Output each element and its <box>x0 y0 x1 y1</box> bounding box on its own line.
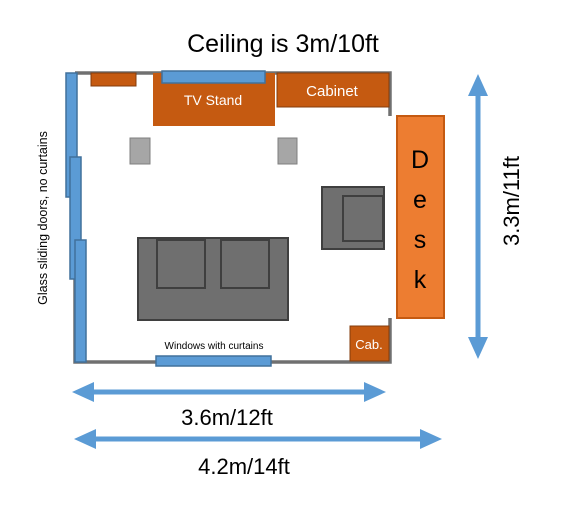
desk-label-letter: D <box>411 146 429 174</box>
ceiling-height-title: Ceiling is 3m/10ft <box>187 30 379 58</box>
wall-shelf <box>90 72 137 87</box>
cabinet-label: Cabinet <box>306 83 359 100</box>
glass-door-panel <box>74 239 87 363</box>
glass-doors-label: Glass sliding doors, no curtains <box>36 131 50 305</box>
speaker-left <box>129 137 151 165</box>
tv-screen <box>161 70 266 84</box>
windows-label: Windows with curtains <box>165 341 264 352</box>
armchair-seat <box>342 195 384 242</box>
height-dimension-label: 3.3m/11ft <box>499 156 524 246</box>
speaker-right <box>277 137 298 165</box>
height-dimension-arrow <box>468 74 488 359</box>
total-width-label: 4.2m/14ft <box>198 454 290 479</box>
small-cabinet <box>349 325 390 362</box>
sofa-cushion <box>156 239 206 289</box>
room-width-arrow <box>72 382 386 402</box>
desk-label-letter: e <box>413 186 427 214</box>
sofa-cushion <box>220 239 270 289</box>
bottom-window <box>155 355 272 367</box>
total-width-arrow <box>74 429 442 449</box>
room-width-label: 3.6m/12ft <box>181 405 273 430</box>
desk-label-letter: k <box>414 266 427 294</box>
small-cabinet-label: Cab. <box>355 337 382 352</box>
cabinet <box>276 72 390 108</box>
tv-stand-label: TV Stand <box>184 92 242 108</box>
desk <box>396 115 445 319</box>
desk-label-letter: s <box>414 226 427 254</box>
